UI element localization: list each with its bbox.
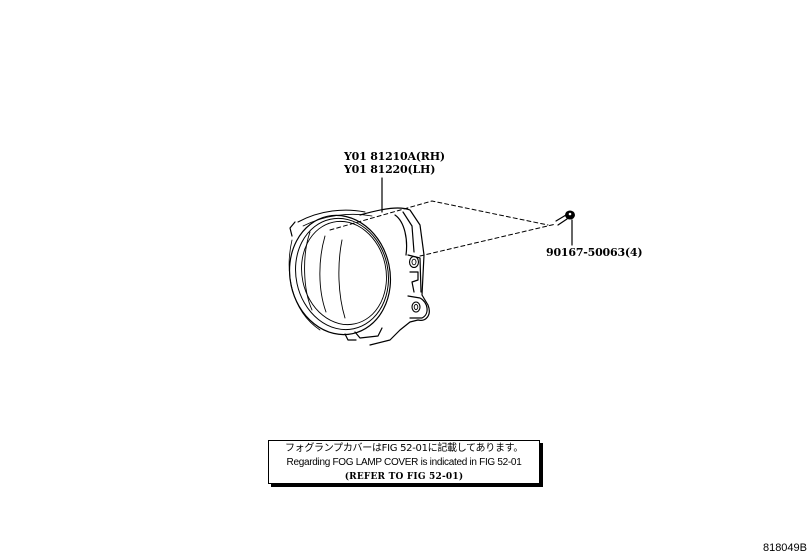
- figure-id: 818049B: [762, 542, 807, 554]
- note-japanese: フォグランプカバーはFIG 52-01に記載してあります。: [284, 443, 524, 454]
- lamp-lens: [288, 209, 392, 341]
- assembly-dashed-line-lower: [419, 223, 557, 257]
- note-reference-link[interactable]: (REFER TO FIG 52-01): [344, 472, 464, 482]
- bolt-icon: [555, 210, 575, 246]
- part-number-rh: Y01 81210A(RH): [344, 150, 445, 163]
- reference-note-box: フォグランプカバーはFIG 52-01に記載してあります。 Regarding …: [268, 440, 540, 484]
- part-number-lh: Y01 81220(LH): [344, 163, 436, 176]
- note-english: Regarding FOG LAMP COVER is indicated in…: [286, 457, 522, 468]
- main-part-label: Y01 81210A(RH) Y01 81220(LH): [344, 150, 445, 176]
- assembly-dashed-line-upper: [329, 200, 549, 231]
- bolt-part-number: 90167-50063(4): [546, 246, 643, 259]
- lamp-bracket: [359, 207, 430, 346]
